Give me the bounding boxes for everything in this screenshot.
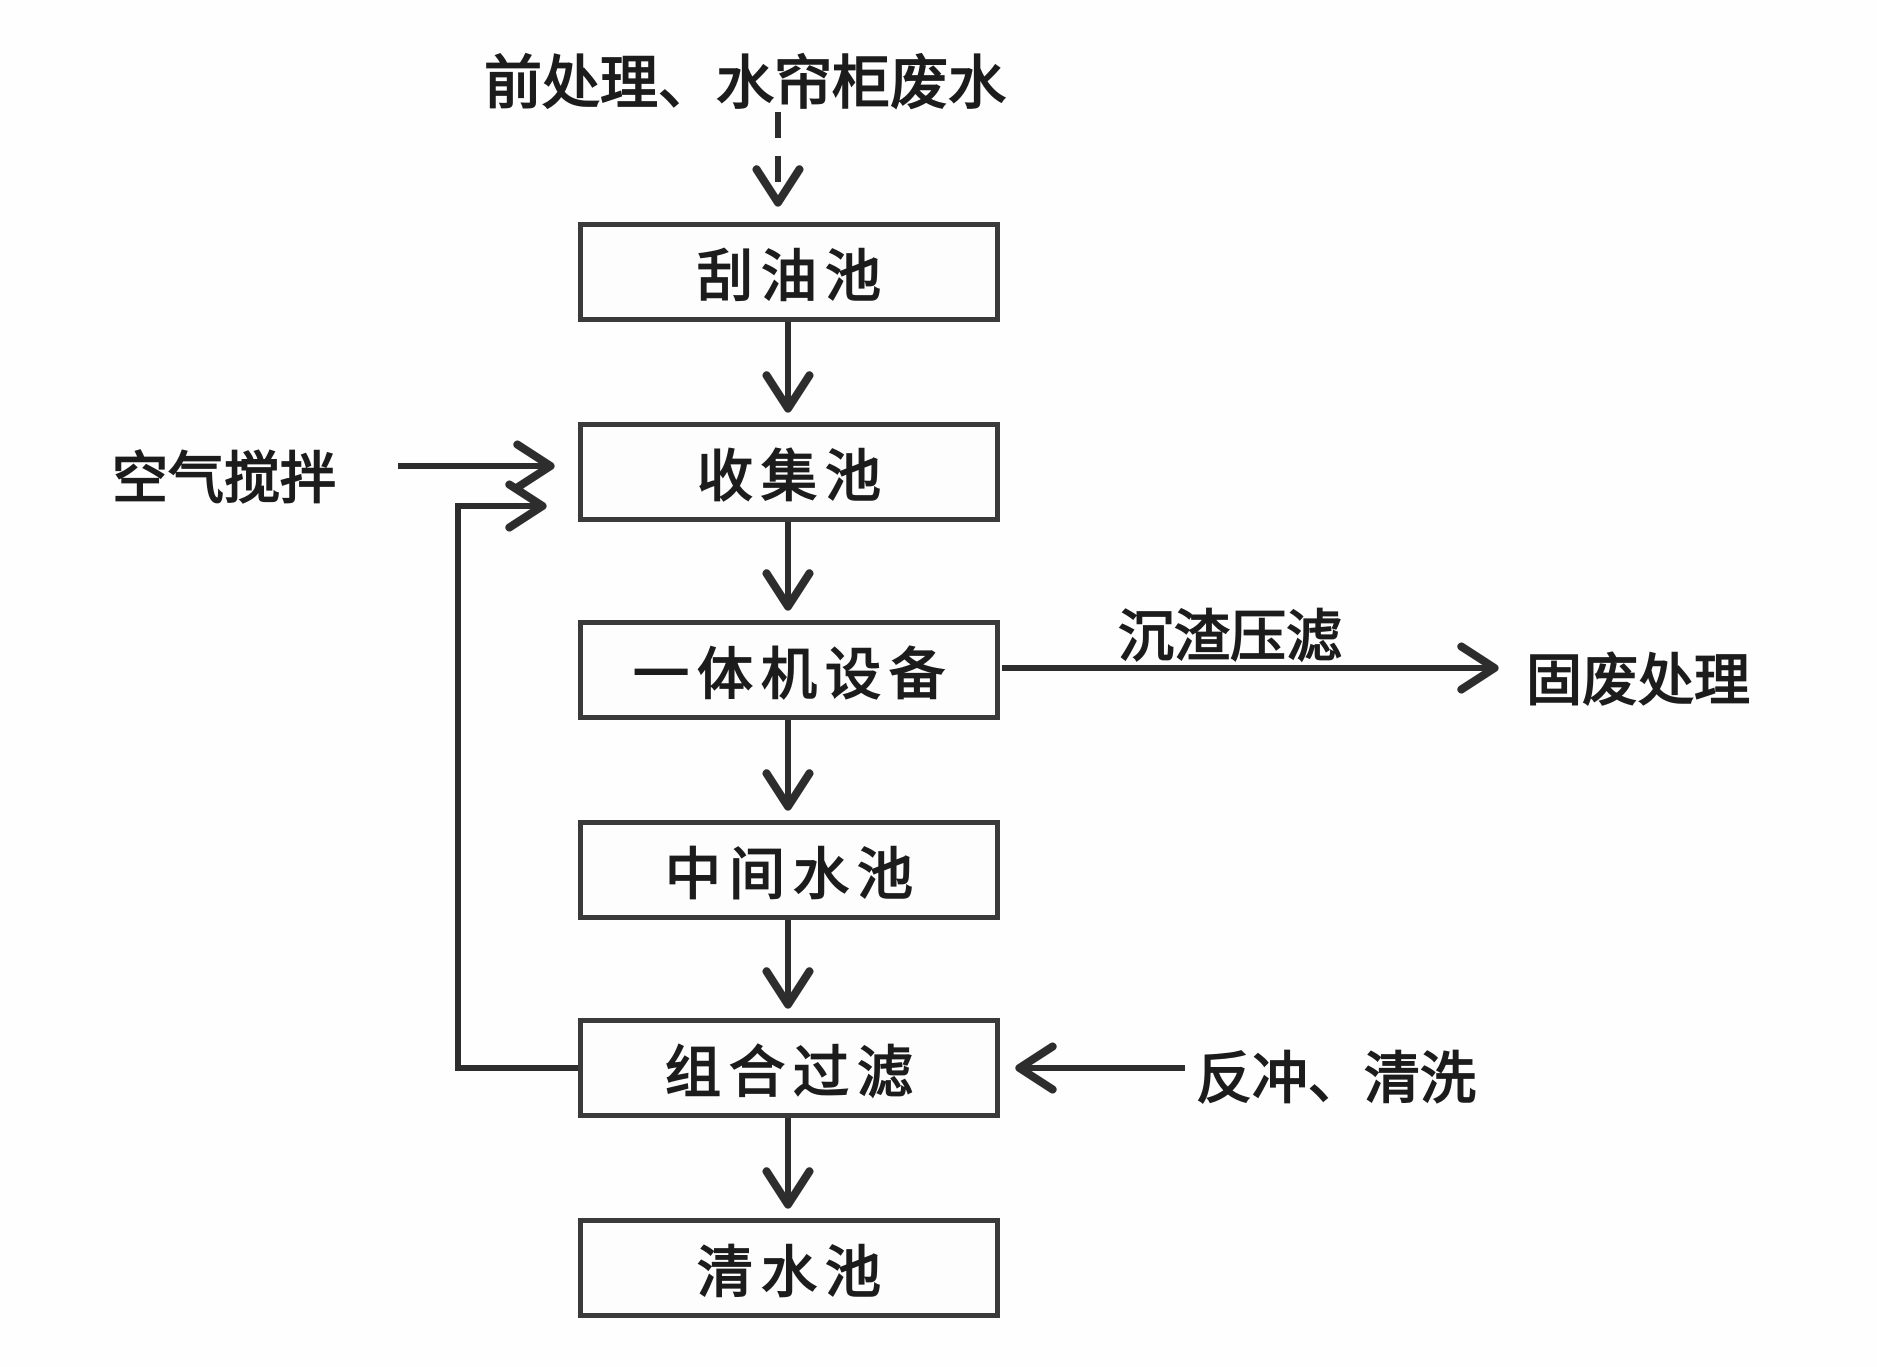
node-integrated-machine: 一体机设备	[578, 620, 1000, 720]
label-solid-waste: 固废处理	[1526, 649, 1750, 712]
label-air-agitation: 空气搅拌	[112, 447, 336, 510]
arrow-recirculation-loop	[455, 480, 578, 1071]
label-influent: 前处理、水帘柜废水	[483, 51, 1006, 116]
node-combined-filter: 组合过滤	[578, 1018, 1000, 1118]
node-collection-tank: 收集池	[578, 422, 1000, 522]
node-clean-water-tank: 清水池	[578, 1218, 1000, 1318]
label-sludge-press: 沉渣压滤	[1118, 605, 1342, 668]
node-intermediate-tank: 中间水池	[578, 820, 1000, 920]
node-oil-scraping-tank: 刮油池	[578, 222, 1000, 322]
label-backwash: 反冲、清洗	[1196, 1047, 1476, 1110]
